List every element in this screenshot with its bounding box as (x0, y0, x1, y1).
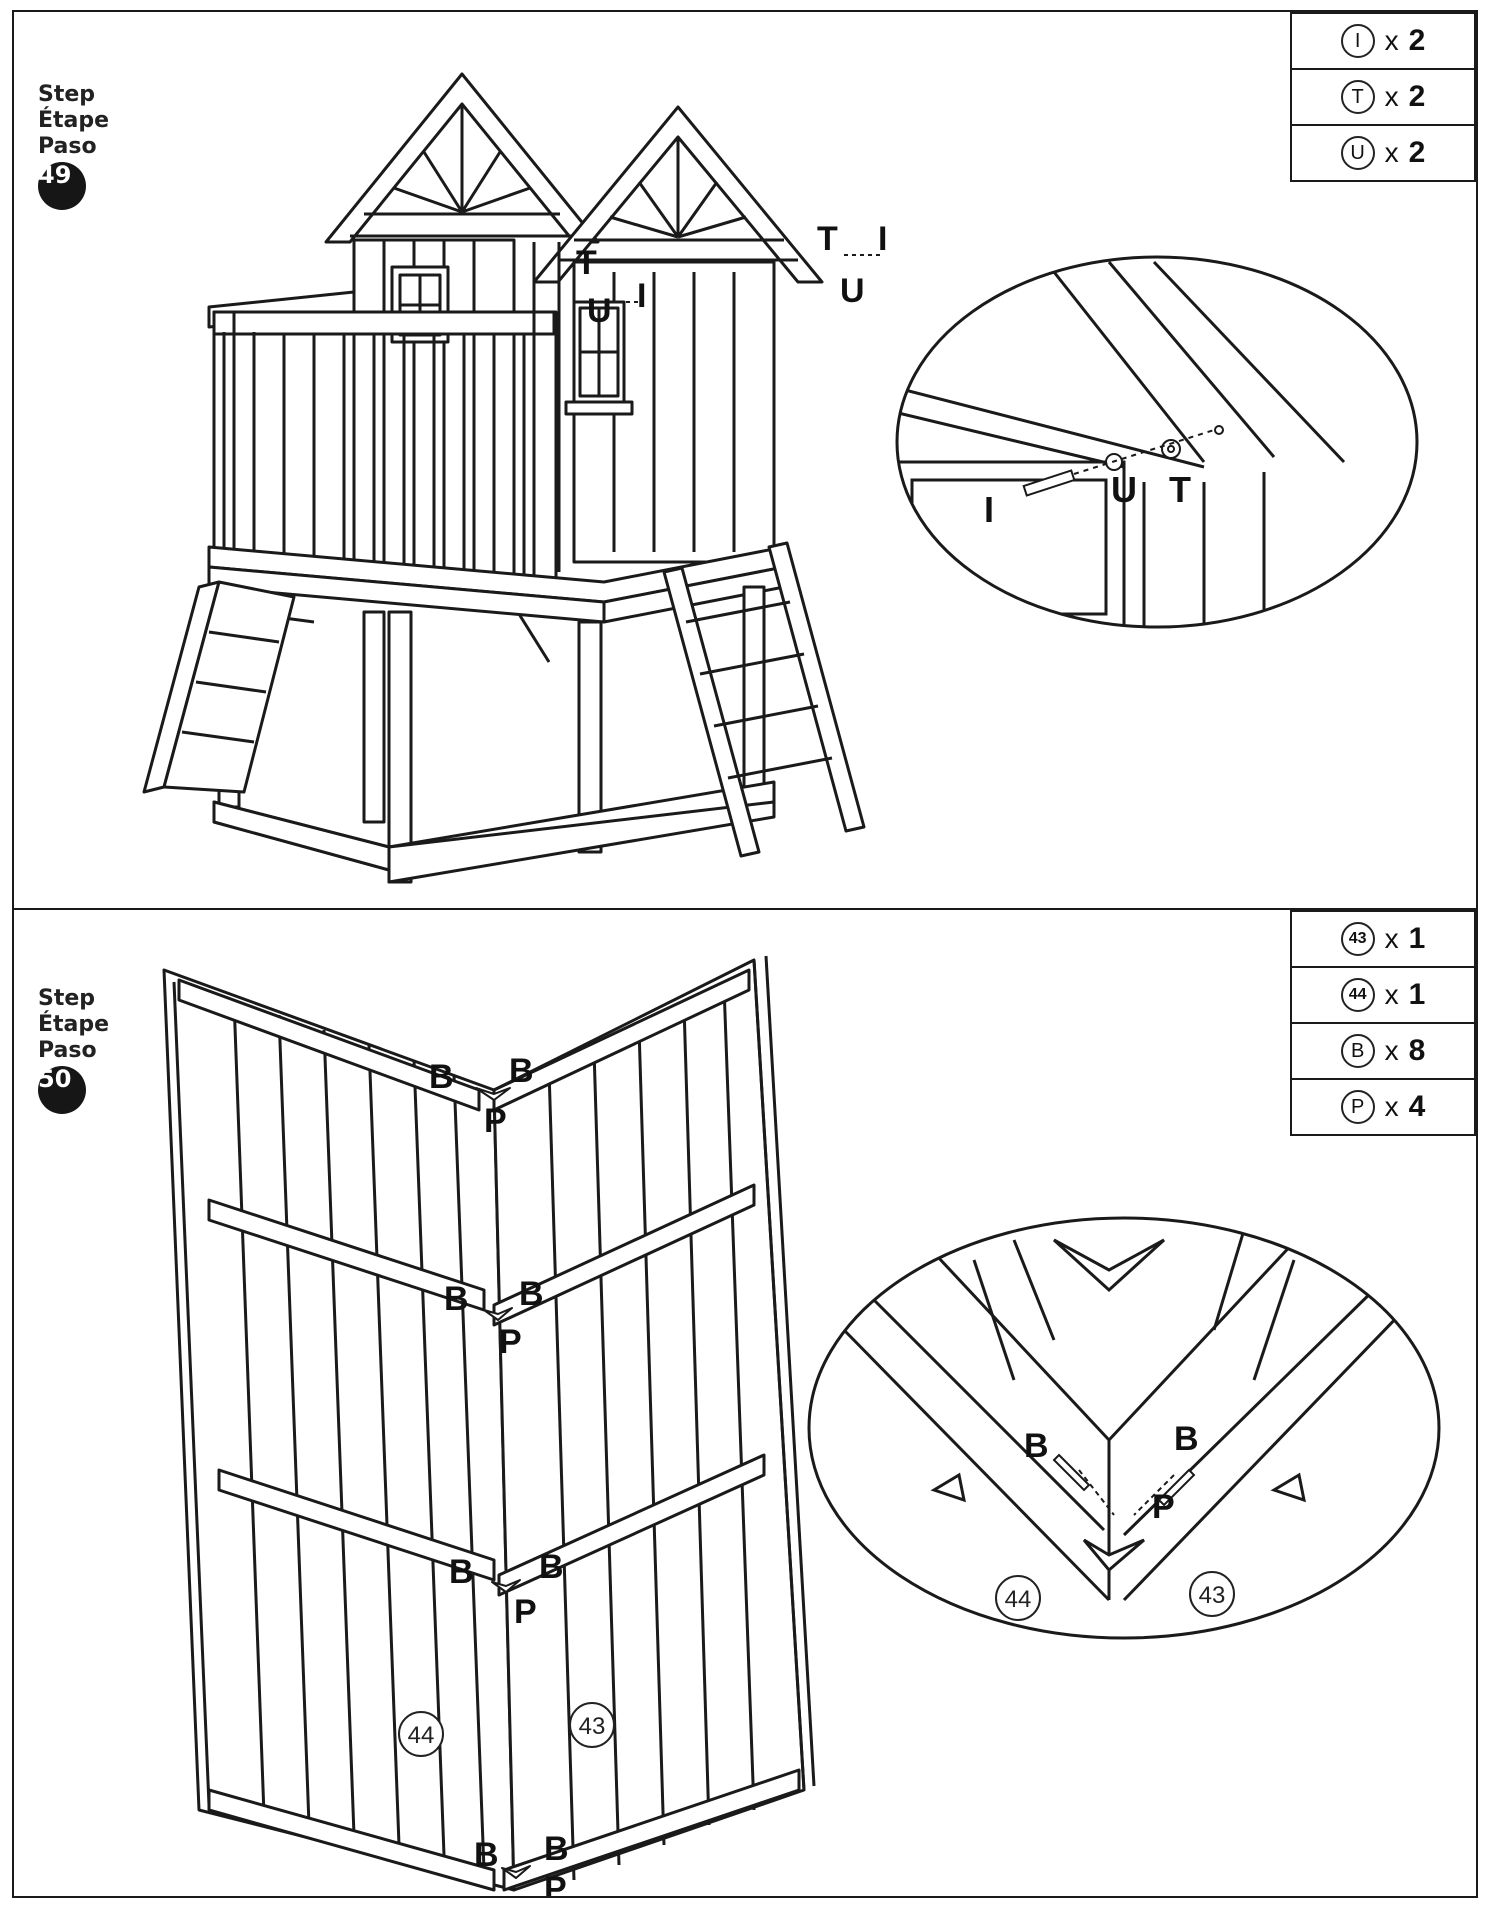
right-ladder (662, 541, 866, 858)
callout-i: I (878, 220, 887, 258)
step-label-en: Step (38, 986, 96, 1011)
step-50-panel: Step Étape Paso 50 43 x 1 44 x 1 B x 8 P… (12, 908, 1478, 1898)
callout-u: U (1111, 469, 1137, 510)
hardware-row: B x 8 (1292, 1034, 1474, 1068)
part-number-43: 43 (1199, 1582, 1226, 1609)
part-number-44: 44 (408, 1722, 435, 1749)
front-railing (207, 290, 558, 589)
callout-p: P (484, 1102, 507, 1140)
step-49-label: Step Étape Paso 49 (38, 82, 109, 210)
callout-i: I (984, 489, 994, 530)
base-frame (212, 780, 776, 884)
step-label-es: Paso (38, 1038, 97, 1063)
callout-b: B (474, 1836, 499, 1874)
hardware-row: U x 2 (1292, 136, 1474, 170)
part-43-marker (569, 1702, 615, 1748)
step-label-fr: Étape (38, 108, 110, 133)
hardware-qty: 2 (1408, 24, 1426, 57)
hardware-qty: 8 (1408, 1034, 1426, 1067)
hardware-icon-t: T (1340, 80, 1375, 114)
multiplier: x (1384, 137, 1399, 168)
multiplier: x (1384, 923, 1399, 954)
callout-b: B (544, 1830, 569, 1868)
house-walls (352, 238, 776, 582)
hardware-icon-u: U (1340, 136, 1375, 170)
hardware-table-50: 43 x 1 44 x 1 B x 8 P x 4 (1290, 910, 1476, 1136)
multiplier: x (1384, 1035, 1399, 1066)
callout-b: B (444, 1280, 469, 1318)
hardware-row: T x 2 (1292, 80, 1474, 114)
step-50-label: Step Étape Paso 50 (38, 986, 109, 1114)
hardware-row: P x 4 (1292, 1090, 1474, 1124)
detail-magnifier-49: I U T (895, 255, 1419, 629)
step-label-fr: Étape (38, 1012, 110, 1037)
step-label-en: Step (38, 82, 96, 107)
hardware-qty: 1 (1408, 922, 1426, 955)
callout-p: P (514, 1593, 537, 1631)
callout-t: T (1169, 469, 1191, 510)
part-43-marker (1189, 1571, 1235, 1617)
multiplier: x (1384, 979, 1399, 1010)
wall-panel-43 (492, 955, 816, 1892)
detail-magnifier-50: B B P 44 43 (807, 1216, 1441, 1640)
callout-i: I (637, 277, 646, 315)
multiplier: x (1384, 81, 1399, 112)
callout-b: B (429, 1058, 454, 1096)
multiplier: x (1384, 1091, 1399, 1122)
part-44-marker (398, 1711, 444, 1757)
step-number-badge: 49 (38, 162, 86, 210)
hardware-qty: 4 (1408, 1090, 1426, 1123)
step-number-badge: 50 (38, 1066, 86, 1114)
callout-b: B (519, 1275, 544, 1313)
callout-b: B (539, 1548, 564, 1586)
callout-b: B (1024, 1427, 1049, 1465)
part-number-44: 44 (1005, 1586, 1032, 1613)
callout-p: P (1152, 1488, 1175, 1526)
step-label-es: Paso (38, 134, 97, 159)
wall-panels-illustration: B B P B B P B B P B B P 44 43 (162, 955, 1441, 1898)
hardware-icon-b: B (1340, 1034, 1375, 1068)
hardware-row: 43 x 1 (1292, 922, 1474, 956)
callout-u: U (587, 292, 612, 330)
callout-u: U (840, 272, 865, 310)
callout-b: B (449, 1553, 474, 1591)
part-43-icon: 43 (1340, 922, 1375, 956)
corner-brackets (475, 1087, 531, 1879)
callout-b: B (1174, 1420, 1199, 1458)
hardware-table-49: I x 2 T x 2 U x 2 (1290, 12, 1476, 182)
left-climbing-wall (142, 580, 296, 794)
callout-p: P (544, 1870, 567, 1898)
step-49-panel: Step Étape Paso 49 I x 2 T x 2 U x 2 (12, 10, 1478, 910)
deck (207, 545, 786, 624)
hardware-qty: 1 (1408, 978, 1426, 1011)
hardware-icon-p: P (1340, 1090, 1375, 1124)
hardware-icon-i: I (1340, 24, 1375, 58)
wall-panel-44 (162, 968, 516, 1892)
callout-b: B (509, 1052, 534, 1090)
hardware-row: 44 x 1 (1292, 978, 1474, 1012)
callout-p: P (499, 1323, 522, 1361)
hardware-qty: 2 (1408, 136, 1426, 169)
left-roof-gable (324, 72, 600, 244)
part-44-icon: 44 (1340, 978, 1375, 1012)
hardware-qty: 2 (1408, 80, 1426, 113)
playhouse-illustration: T I U T I U (142, 72, 1419, 884)
part-number-43: 43 (579, 1713, 606, 1740)
callout-t: T (817, 220, 838, 258)
callout-t: T (576, 244, 597, 282)
multiplier: x (1384, 25, 1399, 56)
hardware-row: I x 2 (1292, 24, 1474, 58)
part-44-marker (995, 1575, 1041, 1621)
